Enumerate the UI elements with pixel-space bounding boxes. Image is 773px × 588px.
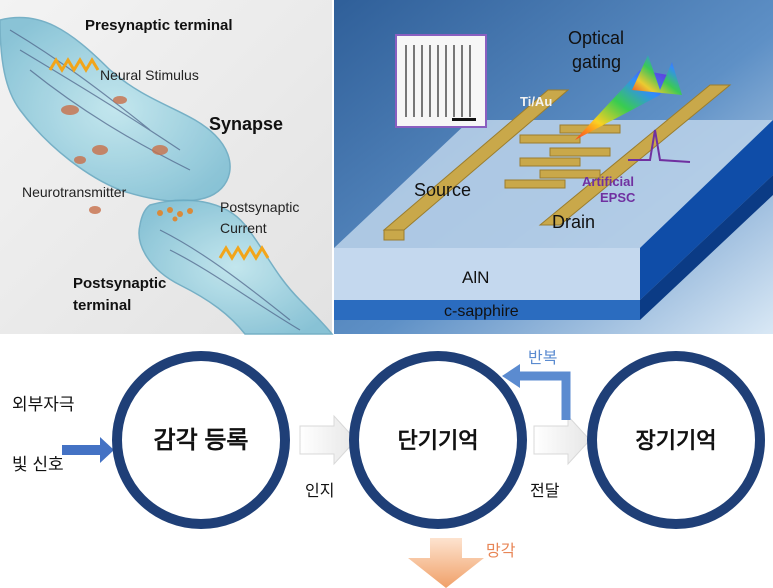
label-electrode-material: Ti/Au [520,94,552,109]
label-artificial: Artificial [582,174,634,189]
label-input-light-signal: 빛 신호 [12,455,64,474]
label-drain: Drain [552,212,595,232]
device-panel: Optical gating Ti/Au Source Drain Artifi… [334,0,773,334]
label-source: Source [414,180,471,200]
synapse-panel: Presynaptic terminal Neural Stimulus Syn… [0,0,334,335]
postsynaptic-current-wave-icon [218,245,270,261]
stage-circle-sensory-register [112,351,290,529]
light-spectrum-peaks [632,55,682,95]
label-synapse: Synapse [209,114,283,134]
label-stage-long-term-memory: 장기기억 [636,428,717,453]
label-postsynaptic-terminal-line2: terminal [73,297,131,314]
label-optical-gating-line1: Optical [568,28,624,48]
neurotransmitter-particles [157,207,193,222]
label-neurotransmitter: Neurotransmitter [22,184,127,200]
label-postsynaptic-terminal-line1: Postsynaptic [73,275,166,292]
sapphire-layer-front-face [334,300,640,320]
label-neural-stimulus: Neural Stimulus [100,67,199,83]
repeat-loop-arrow [516,371,571,420]
input-signal-arrow [62,437,114,463]
vesicles [61,96,168,214]
label-arrow-transfer: 전달 [530,482,560,500]
axon-filaments [9,29,301,331]
label-postsynaptic-current-line1: Postsynaptic [220,199,299,215]
aln-layer-front-face [334,248,640,300]
arrow-stage2-to-stage3 [533,414,591,466]
stage-circle-short-term-memory [349,351,527,529]
label-repeat: 반복 [528,349,557,367]
repeat-loop-arrowhead [502,364,520,388]
label-optical-gating-line2: gating [572,52,621,72]
label-epsc: EPSC [600,190,636,205]
label-stage-short-term-memory: 단기기억 [398,428,479,453]
sapphire-layer-right-face [640,175,773,320]
forget-arrow [408,538,484,588]
stage-circle-long-term-memory [587,351,765,529]
label-input-external-stimulus: 외부자극 [12,395,75,414]
label-postsynaptic-current-line2: Current [220,220,267,236]
neural-stimulus-wave-icon [48,57,100,73]
label-sapphire-layer: c-sapphire [444,303,519,320]
label-aln-layer: AlN [462,268,489,287]
postsynaptic-neuron-shape [138,199,334,335]
label-arrow-recognition: 인지 [305,482,334,500]
label-stage-sensory-register: 감각 등록 [154,427,249,454]
label-presynaptic-terminal: Presynaptic terminal [85,17,233,34]
aln-layer-right-face [640,120,773,300]
electrode-micrograph-inset [395,34,487,128]
epsc-pulse-icon [628,129,691,163]
memory-flow-diagram: 외부자극 빛 신호 감각 등록 단기기억 장기기억 인지 전달 반복 망각 [12,349,765,588]
label-forgetting: 망각 [486,542,516,560]
arrow-stage1-to-stage2 [299,414,357,466]
